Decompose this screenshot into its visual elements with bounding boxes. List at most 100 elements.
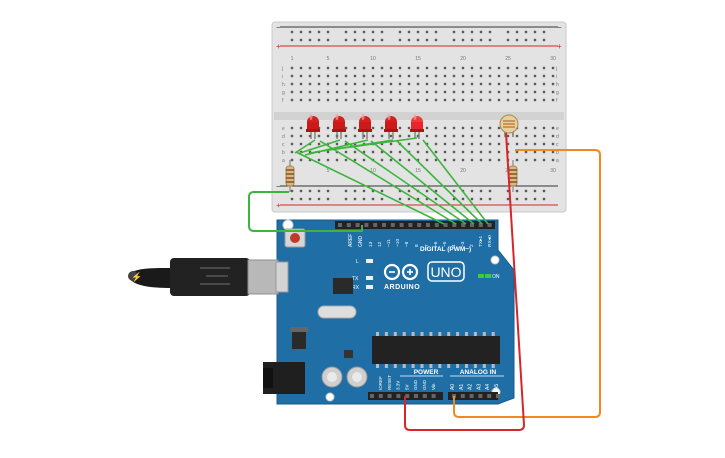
rail-hole[interactable] xyxy=(470,30,474,34)
breadboard-hole[interactable] xyxy=(389,98,393,102)
breadboard-hole[interactable] xyxy=(362,90,366,94)
breadboard-hole[interactable] xyxy=(542,142,546,146)
rail-hole[interactable] xyxy=(425,38,429,42)
breadboard-hole[interactable] xyxy=(362,66,366,70)
header-pin[interactable] xyxy=(496,394,500,398)
breadboard-hole[interactable] xyxy=(443,150,447,154)
breadboard-hole[interactable] xyxy=(479,66,483,70)
breadboard-hole[interactable] xyxy=(443,74,447,78)
breadboard-hole[interactable] xyxy=(425,90,429,94)
breadboard-hole[interactable] xyxy=(461,158,465,162)
breadboard-hole[interactable] xyxy=(551,90,555,94)
rail-hole[interactable] xyxy=(398,30,402,34)
breadboard-hole[interactable] xyxy=(362,158,366,162)
breadboard-hole[interactable] xyxy=(425,134,429,138)
breadboard-hole[interactable] xyxy=(416,98,420,102)
breadboard-hole[interactable] xyxy=(317,98,321,102)
breadboard-hole[interactable] xyxy=(488,150,492,154)
breadboard-hole[interactable] xyxy=(353,142,357,146)
breadboard-hole[interactable] xyxy=(335,74,339,78)
rail-hole[interactable] xyxy=(524,38,528,42)
rail-hole[interactable] xyxy=(452,30,456,34)
breadboard-hole[interactable] xyxy=(434,142,438,146)
rail-hole[interactable] xyxy=(326,38,330,42)
breadboard-hole[interactable] xyxy=(524,134,528,138)
breadboard-hole[interactable] xyxy=(515,82,519,86)
breadboard-hole[interactable] xyxy=(497,134,501,138)
breadboard-hole[interactable] xyxy=(398,134,402,138)
rail-hole[interactable] xyxy=(407,38,411,42)
header-pin[interactable] xyxy=(452,223,457,227)
breadboard-hole[interactable] xyxy=(470,158,474,162)
breadboard-hole[interactable] xyxy=(299,142,303,146)
breadboard-hole[interactable] xyxy=(317,66,321,70)
breadboard-hole[interactable] xyxy=(461,90,465,94)
resistor-ldr[interactable] xyxy=(508,160,518,192)
breadboard-hole[interactable] xyxy=(434,126,438,130)
breadboard-hole[interactable] xyxy=(389,66,393,70)
rail-hole[interactable] xyxy=(326,197,330,201)
breadboard-hole[interactable] xyxy=(479,134,483,138)
header-pin[interactable] xyxy=(387,394,392,398)
breadboard-hole[interactable] xyxy=(434,98,438,102)
breadboard-hole[interactable] xyxy=(452,126,456,130)
breadboard-hole[interactable] xyxy=(353,98,357,102)
breadboard-hole[interactable] xyxy=(470,90,474,94)
breadboard-hole[interactable] xyxy=(479,126,483,130)
breadboard-hole[interactable] xyxy=(380,134,384,138)
rail-hole[interactable] xyxy=(452,38,456,42)
rail-hole[interactable] xyxy=(488,197,492,201)
red-led[interactable] xyxy=(332,114,346,139)
breadboard-hole[interactable] xyxy=(326,158,330,162)
red-led[interactable] xyxy=(306,114,320,139)
rail-hole[interactable] xyxy=(488,30,492,34)
breadboard-hole[interactable] xyxy=(353,74,357,78)
header-pin[interactable] xyxy=(355,223,360,227)
breadboard-hole[interactable] xyxy=(470,126,474,130)
breadboard-hole[interactable] xyxy=(542,150,546,154)
rail-hole[interactable] xyxy=(506,30,510,34)
breadboard-hole[interactable] xyxy=(470,66,474,70)
breadboard-hole[interactable] xyxy=(551,142,555,146)
breadboard-hole[interactable] xyxy=(326,82,330,86)
breadboard-hole[interactable] xyxy=(470,134,474,138)
breadboard-hole[interactable] xyxy=(434,74,438,78)
breadboard-hole[interactable] xyxy=(407,98,411,102)
rail-hole[interactable] xyxy=(506,189,510,193)
breadboard-hole[interactable] xyxy=(524,66,528,70)
breadboard-hole[interactable] xyxy=(524,126,528,130)
breadboard-hole[interactable] xyxy=(479,158,483,162)
breadboard-hole[interactable] xyxy=(389,134,393,138)
rail-hole[interactable] xyxy=(542,30,546,34)
breadboard-hole[interactable] xyxy=(362,150,366,154)
breadboard-hole[interactable] xyxy=(461,66,465,70)
breadboard-hole[interactable] xyxy=(398,66,402,70)
rail-hole[interactable] xyxy=(416,30,420,34)
breadboard-hole[interactable] xyxy=(380,158,384,162)
rail-hole[interactable] xyxy=(524,197,528,201)
breadboard-hole[interactable] xyxy=(326,74,330,78)
rail-hole[interactable] xyxy=(371,197,375,201)
breadboard-hole[interactable] xyxy=(506,142,510,146)
breadboard-hole[interactable] xyxy=(443,134,447,138)
rail-hole[interactable] xyxy=(371,189,375,193)
rail-hole[interactable] xyxy=(344,189,348,193)
rail-hole[interactable] xyxy=(290,197,294,201)
rail-hole[interactable] xyxy=(362,38,366,42)
breadboard-hole[interactable] xyxy=(344,82,348,86)
breadboard-hole[interactable] xyxy=(407,66,411,70)
breadboard-hole[interactable] xyxy=(452,150,456,154)
rail-hole[interactable] xyxy=(470,189,474,193)
rail-hole[interactable] xyxy=(371,30,375,34)
breadboard-hole[interactable] xyxy=(542,74,546,78)
breadboard-hole[interactable] xyxy=(425,150,429,154)
leds[interactable] xyxy=(306,114,424,139)
wire-digital-2[interactable] xyxy=(422,139,489,225)
rail-hole[interactable] xyxy=(524,30,528,34)
rail-hole[interactable] xyxy=(434,197,438,201)
breadboard-hole[interactable] xyxy=(533,74,537,78)
red-led[interactable] xyxy=(384,114,398,139)
breadboard-hole[interactable] xyxy=(380,150,384,154)
breadboard-hole[interactable] xyxy=(407,74,411,78)
